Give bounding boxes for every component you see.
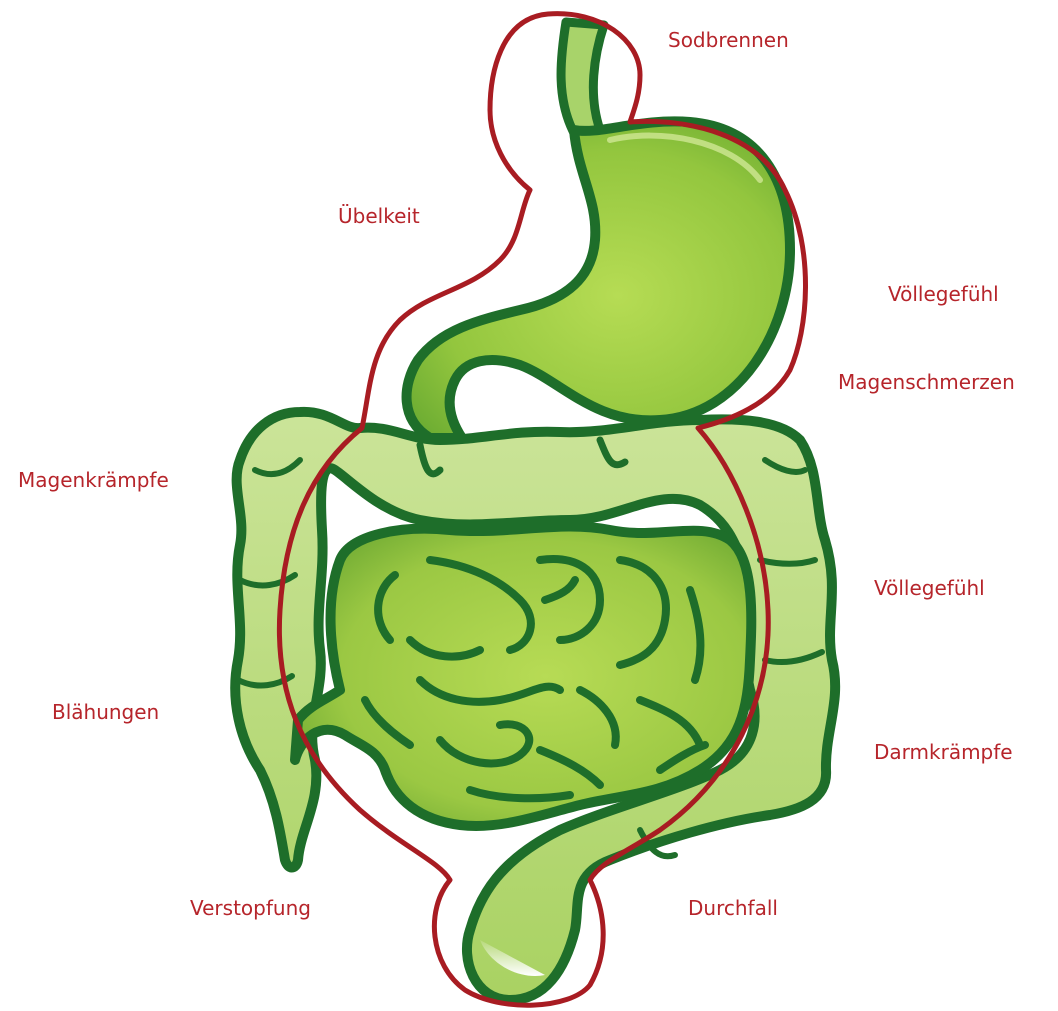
- label-stomach-pain: Magenschmerzen: [838, 370, 1015, 394]
- label-diarrhea: Durchfall: [688, 896, 778, 920]
- label-bowel-cramps: Darmkrämpfe: [874, 740, 1013, 764]
- stomach-shape: [407, 121, 790, 438]
- label-constipation: Verstopfung: [190, 896, 311, 920]
- label-fullness-bowel: Völlegefühl: [874, 576, 985, 600]
- label-nausea: Übelkeit: [338, 204, 420, 228]
- label-heartburn: Sodbrennen: [668, 28, 789, 52]
- small-intestine-shape: [295, 526, 751, 826]
- label-stomach-cramps: Magenkrämpfe: [18, 468, 169, 492]
- esophagus-shape: [561, 22, 604, 135]
- label-bloating: Blähungen: [52, 700, 159, 724]
- label-fullness-stomach: Völlegefühl: [888, 282, 999, 306]
